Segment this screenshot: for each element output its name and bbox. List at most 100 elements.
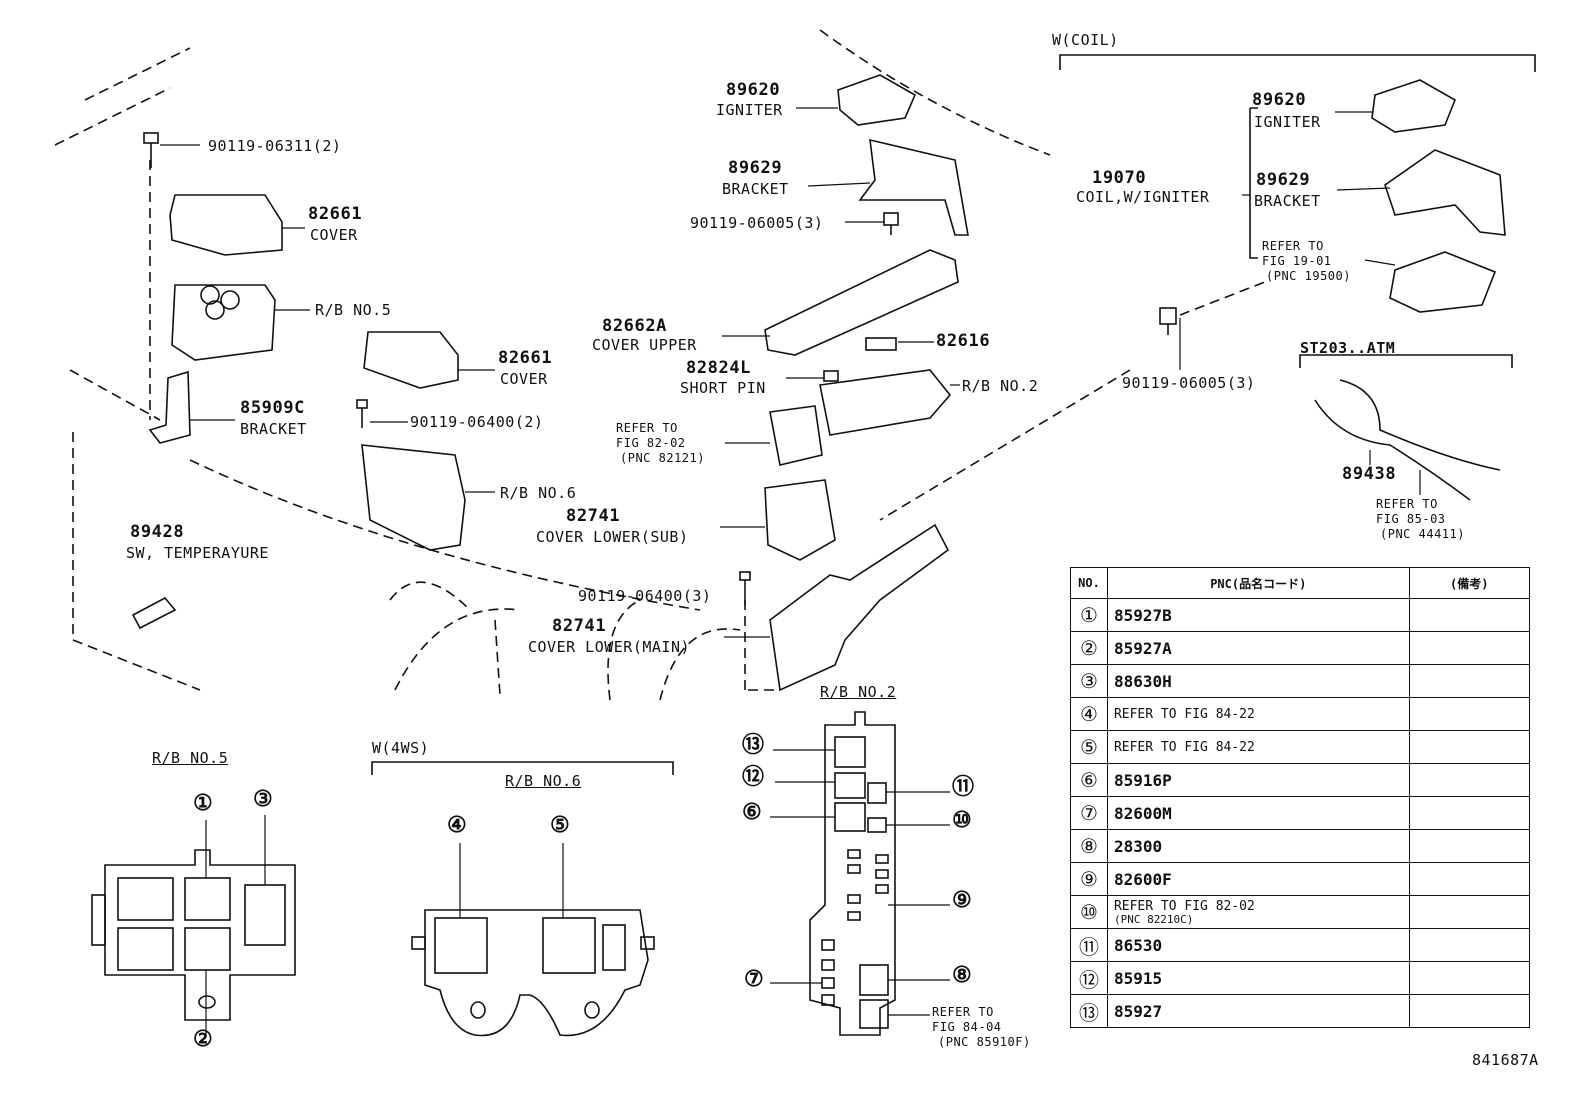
row-pnc: REFER TO FIG 84-22 [1106, 697, 1410, 731]
col-pnc-header: PNC(品名コード) [1106, 567, 1410, 599]
row-pnc: 85916P [1106, 763, 1410, 797]
st-group-label: ST203..ATM [1300, 339, 1396, 357]
row-remarks [1408, 697, 1531, 731]
part-82616 [865, 337, 897, 351]
cover-lower-main-pn: 82741 [552, 616, 607, 636]
coil-bracket-line [1249, 107, 1258, 259]
row-pnc: 82600M [1106, 796, 1410, 830]
refer-19-01-l1: REFER TO [1262, 239, 1324, 253]
row-remarks [1408, 961, 1531, 995]
refer-84-04-l2: FIG 84-04 [932, 1020, 1002, 1034]
bracket-89629-right-name: BRACKET [1254, 192, 1321, 210]
row-pnc: 85915 [1106, 961, 1410, 995]
cover-lower-main-name: COVER LOWER(MAIN) [528, 638, 691, 656]
bracket-89629-right-pn: 89629 [1256, 170, 1311, 190]
row-no: ⑨ [1070, 862, 1108, 896]
row-no: ③ [1070, 664, 1108, 698]
row-pnc-sub: (PNC 82210C) [1113, 913, 1194, 926]
cover-lower-sub-name: COVER LOWER(SUB) [536, 528, 689, 546]
cover-82661b-name: COVER [500, 370, 548, 388]
row-remarks [1408, 763, 1531, 797]
row-remarks [1408, 796, 1531, 830]
rb2-bottom-view [809, 711, 896, 1036]
harness-89438-pn: 89438 [1342, 464, 1397, 484]
igniter-89620-right-name: IGNITER [1254, 113, 1321, 131]
cover-lower-sub-pn: 82741 [566, 506, 621, 526]
cover-82661-middle [363, 331, 459, 389]
callout-11: ⑪ [952, 775, 975, 800]
col-remarks-header: (備考) [1408, 567, 1531, 599]
igniter-89620-top [837, 74, 917, 126]
short-pin-name: SHORT PIN [680, 379, 766, 397]
row-remarks [1408, 895, 1531, 929]
row-remarks [1408, 994, 1531, 1028]
row-no: ④ [1070, 697, 1108, 731]
igniter-89620-pn: 89620 [726, 80, 781, 100]
bolt-90119-06400-label: 90119-06400(2) [410, 413, 544, 431]
row-pnc: 86530 [1106, 928, 1410, 962]
row-no: ⑧ [1070, 829, 1108, 863]
callout-7: ⑦ [744, 967, 765, 992]
cover-82661-upper [169, 194, 283, 256]
callout-5: ⑤ [550, 813, 571, 838]
callout-4: ④ [447, 813, 468, 838]
figure-number: 841687A [1472, 1051, 1539, 1069]
rb2-bottom-title: R/B NO.2 [820, 683, 897, 701]
row-pnc-main: REFER TO FIG 82-02 [1113, 899, 1255, 914]
cover-upper-82662a [764, 249, 959, 356]
refer-85-03-l3: (PNC 44411) [1380, 527, 1465, 541]
coil-group-label: W(COIL) [1052, 31, 1119, 49]
relay-block-no2-relays [819, 369, 952, 436]
relay-block-no5 [171, 284, 276, 361]
rb6-label: R/B NO.6 [500, 484, 577, 502]
callout-10: ⑩ [952, 808, 973, 833]
callout-13: ⑬ [742, 733, 765, 758]
row-pnc: REFER TO FIG 84-22 [1106, 730, 1410, 764]
rb5-bottom-title: R/B NO.5 [152, 749, 229, 767]
cover-82661b-pn: 82661 [498, 348, 553, 368]
row-no: ⑪ [1070, 928, 1108, 962]
bracket-85909c-name: BRACKET [240, 420, 307, 438]
coil-19070-name: COIL,W/IGNITER [1076, 188, 1210, 206]
w4ws-label: W(4WS) [372, 739, 430, 757]
part-82616-pn: 82616 [936, 331, 991, 351]
row-pnc: 28300 [1106, 829, 1410, 863]
cover-lower-main [769, 523, 950, 692]
callout-2: ② [193, 1027, 214, 1052]
row-no: ⑥ [1070, 763, 1108, 797]
rb5-bottom-view [91, 849, 296, 1021]
leader-lines [160, 107, 1421, 1035]
callout-12: ⑫ [742, 765, 765, 790]
table-row: ⑩ REFER TO FIG 82-02(PNC 82210C) [1070, 895, 1531, 929]
igniter-89620-right-pn: 89620 [1252, 90, 1307, 110]
cover-82661-name: COVER [310, 226, 358, 244]
igniter-89620-right [1371, 79, 1457, 133]
row-no: ⑩ [1070, 895, 1108, 929]
cover-lower-sub [764, 479, 836, 561]
cover-upper-pn: 82662A [602, 316, 668, 336]
bolt-90119-06400b-label: 90119-06400(3) [578, 587, 712, 605]
body-outline-lines [54, 29, 1271, 701]
harness-89438 [1314, 379, 1501, 501]
refer-85-03-l1: REFER TO [1376, 497, 1438, 511]
coil-group-bracket [1059, 54, 1536, 72]
row-no: ⑤ [1070, 730, 1108, 764]
row-pnc: 85927A [1106, 631, 1410, 665]
refer-84-04-l3: (PNC 85910F) [938, 1035, 1031, 1049]
refer-85-03-l2: FIG 85-03 [1376, 512, 1446, 526]
row-no: ⑬ [1070, 994, 1108, 1028]
cover-upper-name: COVER UPPER [592, 336, 697, 354]
st-group-bracket [1299, 354, 1513, 368]
row-pnc: 85927 [1106, 994, 1410, 1028]
bracket-89629-pn: 89629 [728, 158, 783, 178]
row-remarks [1408, 631, 1531, 665]
refer-82-02-l3: (PNC 82121) [620, 451, 705, 465]
coil-body [1389, 251, 1497, 313]
refer-19-01-l3: (PNC 19500) [1266, 269, 1351, 283]
